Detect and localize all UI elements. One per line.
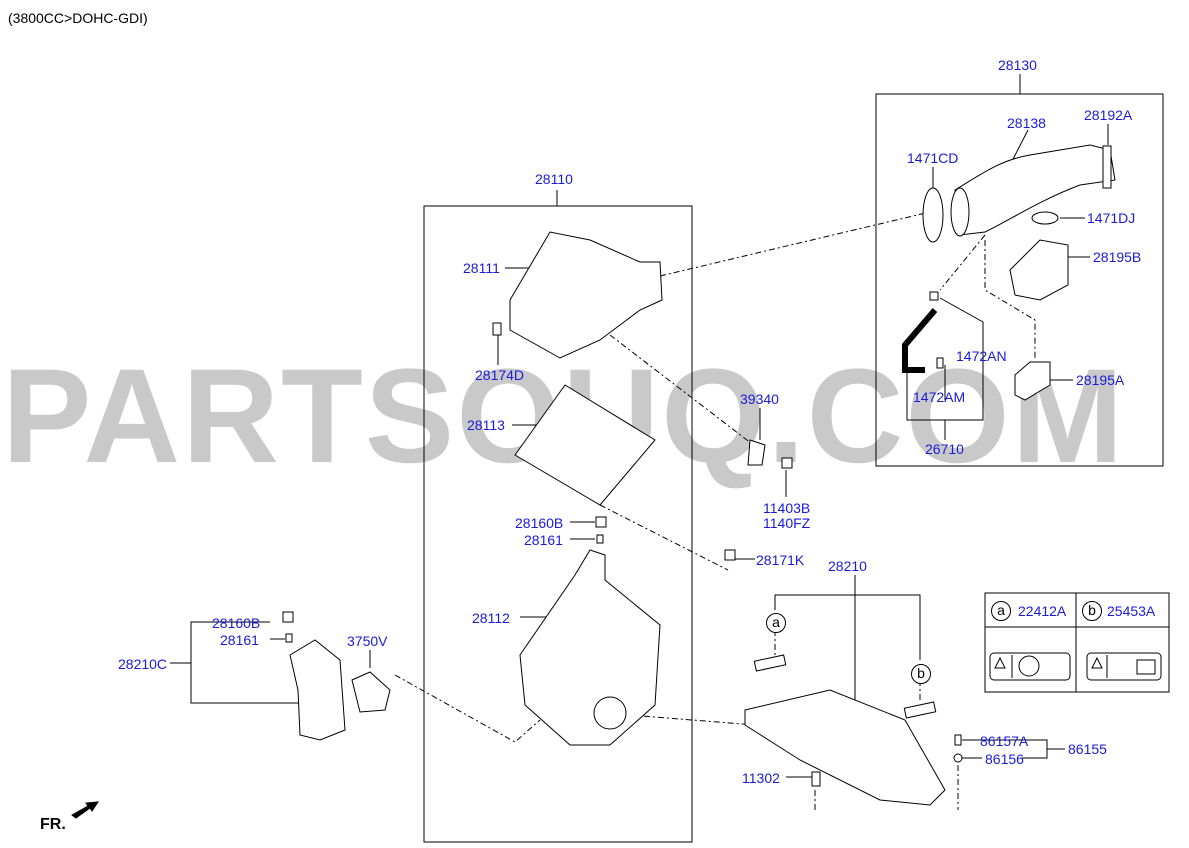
mass-air-flow-sensor-3750V: [351, 671, 391, 713]
breather-hose-26710: [902, 308, 938, 373]
part-label-86156[interactable]: 86156: [985, 751, 1024, 767]
bracket-28174D: [492, 322, 502, 336]
sensor-39340: [747, 439, 766, 466]
grommet-28160B: [595, 516, 607, 528]
part-label-11302[interactable]: 11302: [742, 770, 780, 786]
label-b-part: [903, 701, 937, 719]
clip-1472AM: [936, 357, 944, 369]
part-label-1471CD[interactable]: 1471CD: [907, 150, 959, 166]
part-label-11403B[interactable]: 11403B: [763, 500, 811, 516]
air-cleaner-cover-28111: [509, 231, 663, 359]
part-label-28174D[interactable]: 28174D: [475, 367, 525, 383]
part-label-28138[interactable]: 28138: [1007, 115, 1046, 131]
front-direction-label: FR.: [40, 816, 66, 833]
part-label-1472AN[interactable]: 1472AN: [956, 348, 1007, 364]
part-label-28195B[interactable]: 28195B: [1093, 249, 1142, 265]
engine-variant-header: (3800CC>DOHC-GDI): [8, 10, 148, 26]
part-label-28161-left[interactable]: 28161: [220, 632, 259, 648]
part-label-28112[interactable]: 28112: [472, 610, 510, 626]
part-label-28161[interactable]: 28161: [524, 532, 563, 548]
part-label-86157A[interactable]: 86157A: [980, 733, 1029, 749]
air-cleaner-body-28112: [519, 549, 661, 746]
resonator-28195B: [1009, 239, 1069, 301]
part-label-28192A[interactable]: 28192A: [1084, 107, 1133, 123]
nut-86156: [953, 753, 963, 763]
warning-label-a-icon: [989, 652, 1071, 681]
part-label-28160B-left[interactable]: 28160B: [212, 615, 261, 631]
part-label-86155[interactable]: 86155: [1068, 741, 1107, 757]
part-label-28130[interactable]: 28130: [998, 57, 1037, 73]
legend-part-25453A[interactable]: 25453A: [1107, 603, 1156, 619]
grommet-28161-left: [285, 633, 293, 643]
callout-b: b: [911, 664, 931, 684]
part-label-28210[interactable]: 28210: [828, 558, 867, 574]
air-duct-28210C: [289, 639, 346, 741]
bolt-11403B: [781, 457, 793, 469]
part-label-1140FZ[interactable]: 1140FZ: [763, 515, 811, 531]
grommet-28160B-left: [282, 611, 294, 623]
part-label-39340[interactable]: 39340: [740, 391, 779, 407]
legend-part-22412A[interactable]: 22412A: [1018, 603, 1067, 619]
part-label-1471DJ[interactable]: 1471DJ: [1087, 210, 1136, 226]
bolt-86157A: [954, 734, 962, 746]
hose-clamp-1471DJ: [1031, 211, 1059, 225]
air-filter-element-28113: [514, 384, 656, 506]
group-box-28110: [423, 205, 693, 843]
part-label-26710[interactable]: 26710: [925, 441, 964, 457]
grommet-28161: [596, 534, 604, 544]
legend-table: [984, 592, 1170, 693]
clip-1472AN: [929, 291, 939, 301]
front-direction-arrow-icon: [71, 801, 99, 819]
part-label-28111[interactable]: 28111: [463, 260, 500, 276]
part-label-28195A[interactable]: 28195A: [1076, 372, 1125, 388]
part-label-28171K[interactable]: 28171K: [756, 552, 805, 568]
air-intake-hose-part: [954, 144, 1116, 236]
part-label-28113[interactable]: 28113: [467, 417, 505, 433]
resonator-28195A: [1014, 361, 1051, 401]
hose-clamp-1471CD: [922, 187, 944, 243]
breather-hose-28192A: [1102, 145, 1112, 189]
part-label-28210C[interactable]: 28210C: [118, 656, 168, 672]
part-label-3750V[interactable]: 3750V: [347, 633, 388, 649]
bolt-11302: [811, 771, 821, 787]
warning-label-b-icon: [1086, 652, 1162, 681]
bolt-28171K: [724, 549, 736, 561]
part-label-28160B[interactable]: 28160B: [515, 515, 564, 531]
legend-mark-b: b: [1082, 601, 1102, 621]
air-guide-28210: [744, 689, 946, 806]
legend-mark-a: a: [991, 601, 1011, 621]
label-a-part: [753, 654, 787, 672]
callout-a: a: [766, 613, 786, 633]
part-label-28110[interactable]: 28110: [535, 171, 573, 187]
part-label-1472AM[interactable]: 1472AM: [913, 389, 966, 405]
